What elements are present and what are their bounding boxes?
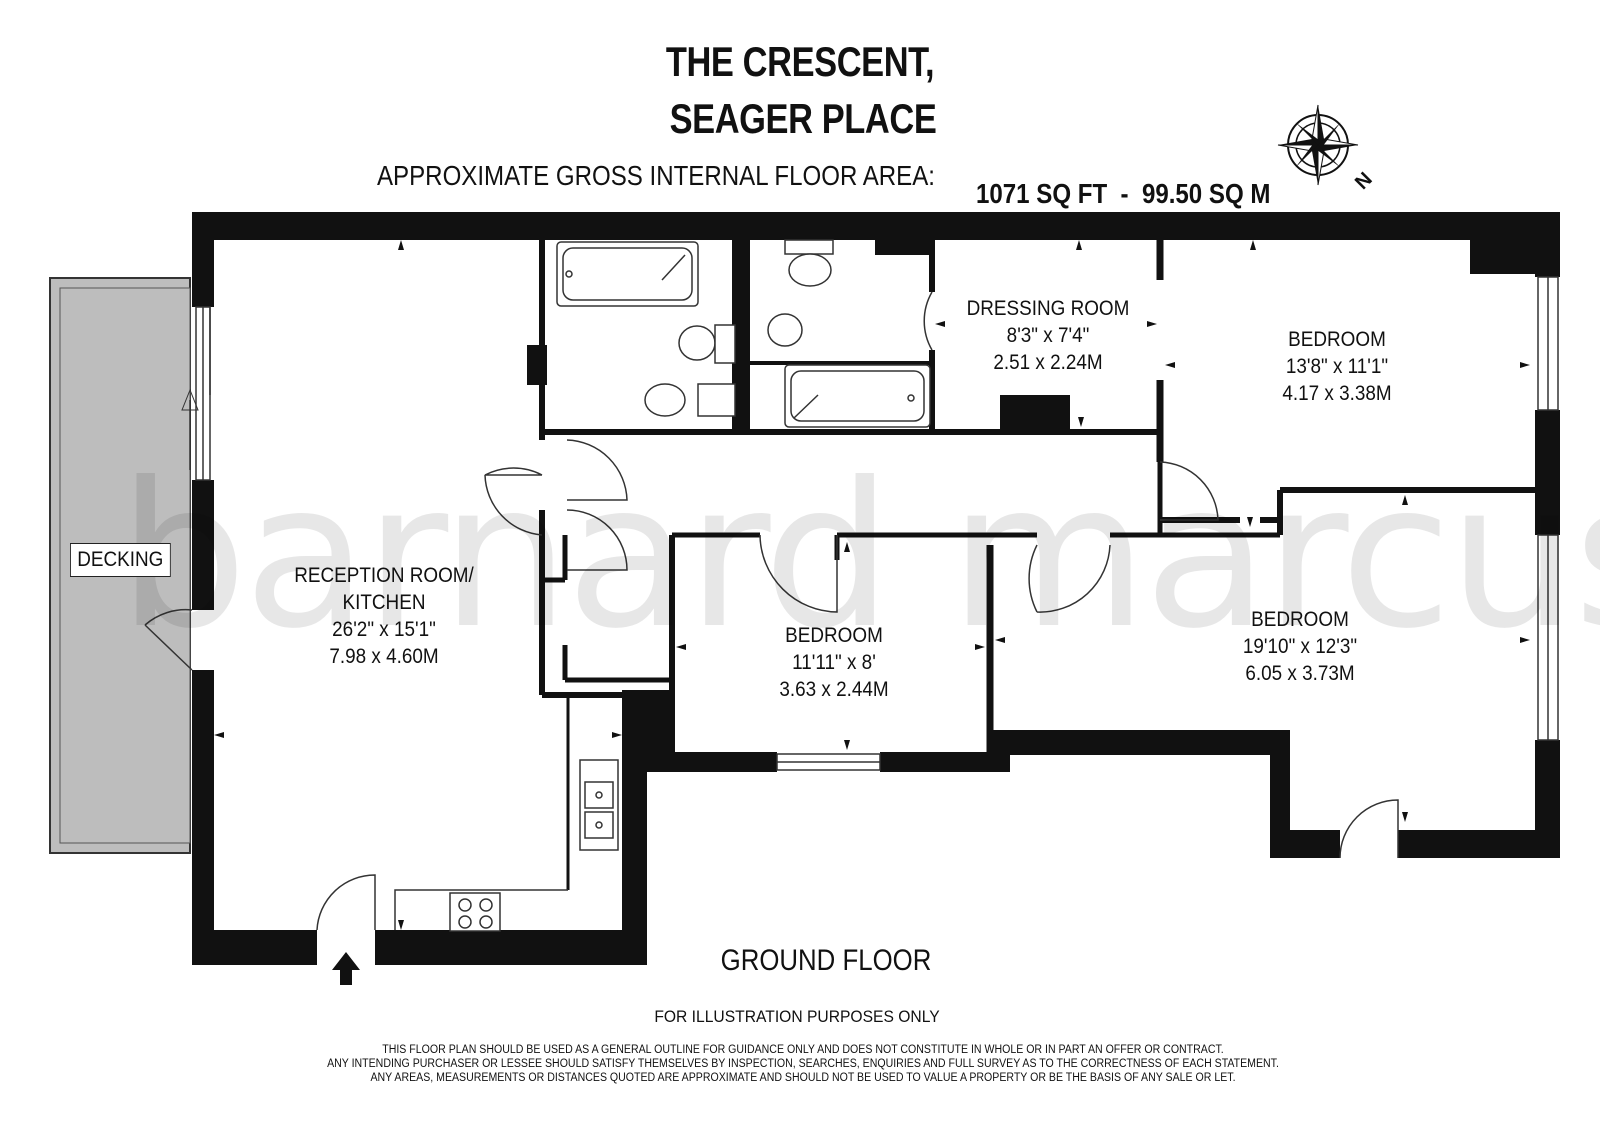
room-name: BEDROOM — [1251, 608, 1349, 631]
room-bedroom-1: BEDROOM 13'8" x 11'1" 4.17 x 3.38M — [1282, 326, 1391, 407]
watermark: barnard marcus — [118, 440, 1600, 673]
floor-label: GROUND FLOOR — [720, 944, 932, 977]
illustration-note: FOR ILLUSTRATION PURPOSES ONLY — [654, 1007, 940, 1026]
room-metric: 6.05 x 3.73M — [1245, 662, 1355, 685]
disclaimer: THIS FLOOR PLAN SHOULD BE USED AS A GENE… — [327, 1043, 1279, 1085]
disclaimer-line-3: ANY AREAS, MEASUREMENTS OR DISTANCES QUO… — [370, 1072, 1236, 1084]
decking-label-wrap: DECKING — [70, 543, 182, 577]
room-metric: 7.98 x 4.60M — [329, 645, 439, 668]
room-imperial: 26'2" x 15'1" — [332, 618, 436, 641]
title-line-1: THE CRESCENT, — [665, 38, 935, 85]
outer-walls — [192, 212, 1560, 965]
compass-rose-icon — [1277, 104, 1359, 186]
area-value-wrap: 1071 SQ FT - 99.50 SQ M — [958, 160, 1318, 228]
area-label: APPROXIMATE GROSS INTERNAL FLOOR AREA: — [377, 160, 935, 191]
disclaimer-line-1: THIS FLOOR PLAN SHOULD BE USED AS A GENE… — [382, 1044, 1224, 1056]
room-imperial: 8'3" x 7'4" — [1006, 324, 1090, 347]
room-bedroom-2: BEDROOM 11'11" x 8' 3.63 x 2.44M — [779, 622, 888, 703]
room-dressing: DRESSING ROOM 8'3" x 7'4" 2.51 x 2.24M — [967, 295, 1130, 376]
room-imperial: 13'8" x 11'1" — [1285, 355, 1389, 378]
room-metric: 3.63 x 2.44M — [779, 678, 889, 701]
room-name-line2: KITCHEN — [342, 591, 426, 614]
title-line-2: SEAGER PLACE — [669, 95, 937, 142]
disclaimer-line-2: ANY INTENDING PURCHASER OR LESSEE SHOULD… — [327, 1058, 1279, 1070]
room-name: BEDROOM — [785, 624, 883, 647]
room-metric: 4.17 x 3.38M — [1282, 382, 1392, 405]
room-name: BEDROOM — [1288, 328, 1386, 351]
decking-label: DECKING — [70, 543, 171, 577]
bathroom-fixtures — [556, 239, 931, 428]
interior-walls — [527, 240, 1535, 890]
entrance-arrow-icon — [332, 952, 360, 985]
kitchen-fixtures — [394, 759, 619, 932]
room-imperial: 11'11" x 8' — [792, 651, 876, 674]
room-reception-kitchen: RECEPTION ROOM/ KITCHEN 26'2" x 15'1" 7.… — [294, 562, 474, 670]
room-metric: 2.51 x 2.24M — [993, 351, 1103, 374]
doors — [144, 291, 1399, 931]
room-imperial: 19'10" x 12'3" — [1242, 635, 1358, 658]
room-name: RECEPTION ROOM/ — [294, 564, 474, 587]
windows — [195, 276, 1559, 771]
room-name: DRESSING ROOM — [966, 297, 1130, 320]
area-value: 1071 SQ FT - 99.50 SQ M — [975, 178, 1271, 209]
room-bedroom-3: BEDROOM 19'10" x 12'3" 6.05 x 3.73M — [1243, 606, 1357, 687]
area-summary: APPROXIMATE GROSS INTERNAL FLOOR AREA: — [377, 160, 1026, 192]
dimension-markers — [181, 240, 1530, 930]
